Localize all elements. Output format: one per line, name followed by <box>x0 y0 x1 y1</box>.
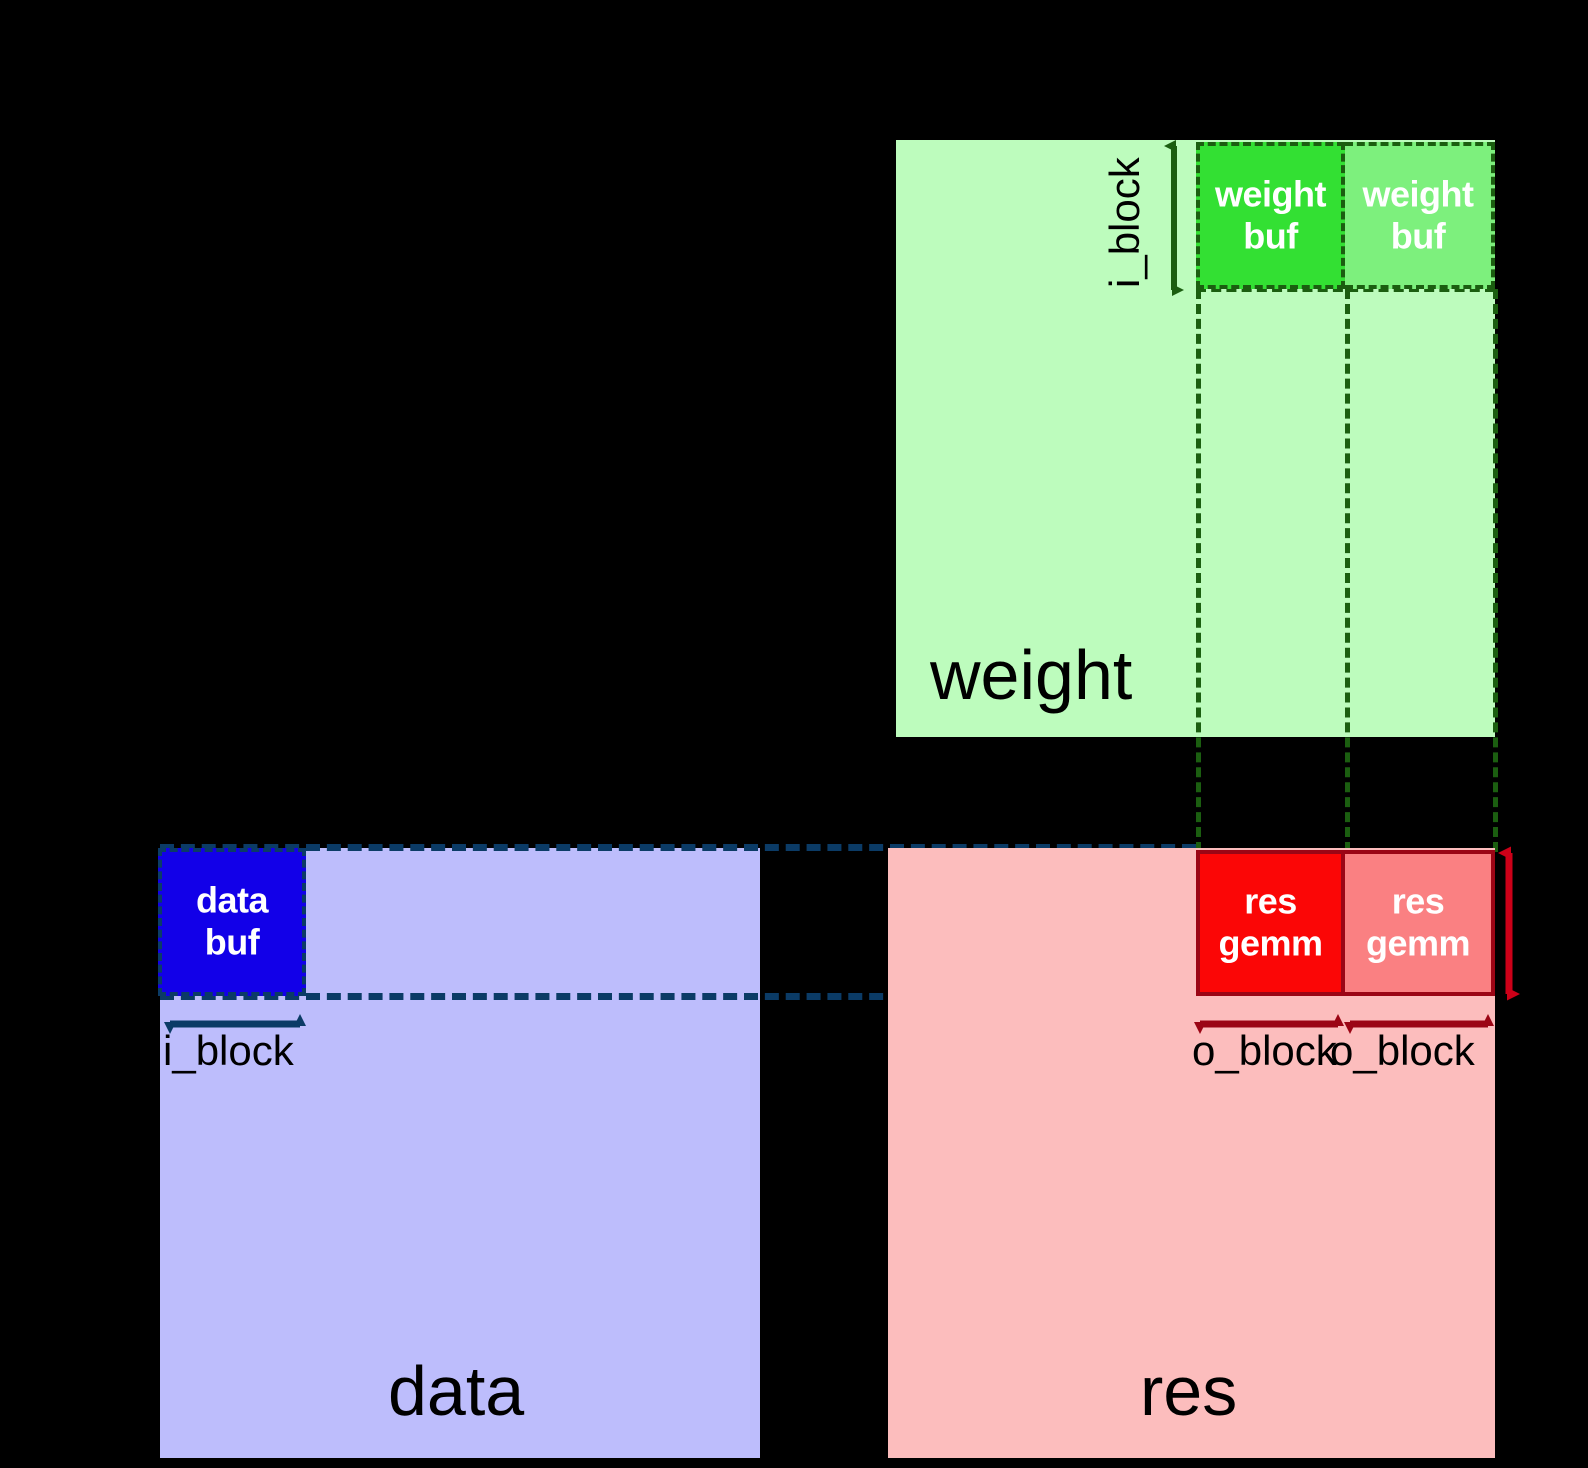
res-gemm-b-label: res gemm <box>1365 880 1471 964</box>
res-gemm-a-label: res gemm <box>1218 880 1323 964</box>
o-block-2-arrow <box>1344 1014 1494 1034</box>
data-buf-label: data buf <box>195 879 269 963</box>
i-block-weight-arrow <box>1164 140 1184 296</box>
guide-vline-o-block-mid <box>1345 289 1350 852</box>
weight-buf-b-label: weight buf <box>1362 173 1475 257</box>
i-block-data-arrow <box>164 1014 306 1034</box>
data-buf-guide-top <box>160 844 1196 851</box>
res-gemm-block-a[interactable]: res gemm <box>1196 850 1345 996</box>
i-block-data-label: i_block <box>163 1027 294 1074</box>
res-matrix-label: res <box>1140 1352 1238 1430</box>
o-block-1-arrow <box>1194 1014 1344 1034</box>
data-matrix-label: data <box>388 1352 525 1430</box>
weight-matrix-label: weight <box>930 636 1133 714</box>
guide-vline-o-block-left <box>1196 289 1201 852</box>
o-block-1-label: o_block <box>1192 1027 1337 1074</box>
res-height-arrow <box>1498 846 1520 1001</box>
weight-buf-block-b[interactable]: weight buf <box>1345 142 1495 289</box>
data-buf-block[interactable]: data buf <box>158 848 306 996</box>
weight-buf-block-a[interactable]: weight buf <box>1196 142 1345 289</box>
guide-vline-o-block-right <box>1493 289 1498 852</box>
o-block-2-label: o_block <box>1330 1027 1475 1074</box>
res-gemm-block-b[interactable]: res gemm <box>1345 850 1495 996</box>
i-block-weight-label: i_block <box>1101 157 1148 288</box>
data-buf-guide-bottom <box>160 993 1196 1000</box>
weight-buf-a-label: weight buf <box>1215 173 1327 257</box>
